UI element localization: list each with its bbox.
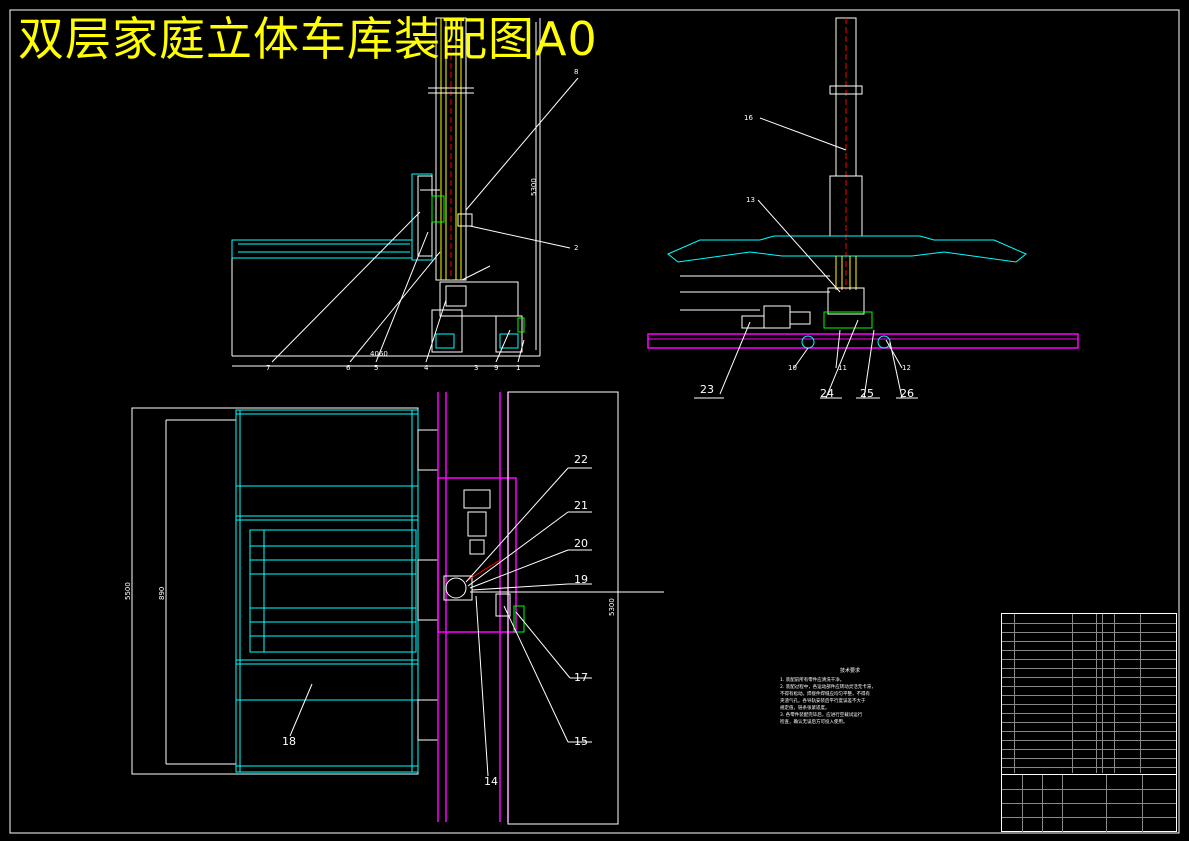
part-label-3: 3 — [474, 364, 479, 372]
bom-row — [1002, 641, 1176, 650]
bom-row — [1002, 632, 1176, 641]
technical-note-line: 夹渣气孔。各导轨安装后平行度误差不大于 — [780, 699, 866, 704]
bom-row — [1002, 749, 1176, 758]
part-label-21: 21 — [574, 499, 588, 512]
part-label-9: 9 — [494, 364, 499, 372]
part-label-22: 22 — [574, 453, 588, 466]
dimension-plan-right: 5300 — [608, 598, 616, 616]
bom-row — [1002, 695, 1176, 704]
part-label-15: 15 — [574, 735, 588, 748]
bom-row — [1002, 650, 1176, 659]
dimension-plan-inner: 890 — [158, 586, 166, 600]
bom-row — [1002, 722, 1176, 731]
plan-view — [131, 391, 664, 825]
part-label-4: 4 — [424, 364, 429, 372]
part-label-10: 10 — [788, 364, 797, 372]
dimension-front-width: 4060 — [370, 350, 388, 358]
bom-column-line — [1102, 614, 1103, 773]
bill-of-materials-table — [1001, 613, 1177, 832]
part-label-14: 14 — [484, 775, 498, 788]
bom-column-line — [1014, 614, 1015, 773]
bom-column-line — [1096, 614, 1097, 773]
technical-notes-heading: 技术要求 — [839, 668, 860, 674]
part-label-5: 5 — [374, 364, 379, 372]
title-block-line — [1002, 789, 1176, 790]
part-label-23: 23 — [700, 383, 714, 396]
side-view — [647, 17, 1079, 399]
drawing-title: 双层家庭立体车库装配图A0 — [18, 12, 598, 66]
technical-note-line: 不得有松动。焊接件焊缝应均匀平整，不得有 — [780, 692, 870, 697]
bom-row — [1002, 677, 1176, 686]
part-label-25: 25 — [860, 387, 874, 400]
bom-column-line — [1140, 614, 1141, 773]
part-label-24: 24 — [820, 387, 834, 400]
dimension-plan-outer: 5500 — [124, 582, 132, 600]
bom-row — [1002, 713, 1176, 722]
part-label-11: 11 — [838, 364, 847, 372]
technical-notes: 技术要求 1. 装配前所有零件应清洗干净。 2. 装配过程中，各运动部件应转动灵… — [780, 668, 920, 726]
part-label-19: 19 — [574, 573, 588, 586]
bom-row — [1002, 659, 1176, 668]
part-label-8: 8 — [574, 68, 579, 76]
bom-column-line — [1114, 614, 1115, 773]
part-label-12: 12 — [902, 364, 911, 372]
bom-row — [1002, 758, 1176, 767]
technical-note-line: 规定值，链条张紧适度。 — [780, 706, 830, 711]
drawing-frame — [9, 9, 1180, 834]
part-label-26: 26 — [900, 387, 914, 400]
part-label-1: 1 — [516, 364, 521, 372]
title-block-line — [1002, 803, 1176, 804]
part-label-18: 18 — [282, 735, 296, 748]
part-label-6: 6 — [346, 364, 351, 372]
title-block — [1002, 774, 1176, 832]
bom-row — [1002, 623, 1176, 632]
part-label-16: 16 — [744, 114, 753, 122]
front-view — [231, 17, 579, 367]
technical-note-line: 3. 各零件装配完毕后，应进行空载试运行 — [780, 713, 863, 718]
title-block-line — [1002, 817, 1176, 818]
technical-note-line: 2. 装配过程中，各运动部件应转动灵活无卡滞， — [780, 685, 876, 690]
bom-row — [1002, 767, 1176, 776]
bom-row — [1002, 686, 1176, 695]
bom-row — [1002, 704, 1176, 713]
bom-column-line — [1072, 614, 1073, 773]
part-label-2: 2 — [574, 244, 579, 252]
technical-note-line: 检查，确认无误后方可投入使用。 — [780, 720, 848, 725]
bom-row — [1002, 740, 1176, 749]
bom-row — [1002, 731, 1176, 740]
part-label-17: 17 — [574, 671, 588, 684]
bom-row — [1002, 668, 1176, 677]
part-label-20: 20 — [574, 537, 588, 550]
part-label-13: 13 — [746, 196, 755, 204]
part-label-7: 7 — [266, 364, 271, 372]
technical-note-line: 1. 装配前所有零件应清洗干净。 — [780, 678, 845, 683]
dimension-front-height: 5300 — [530, 178, 538, 196]
